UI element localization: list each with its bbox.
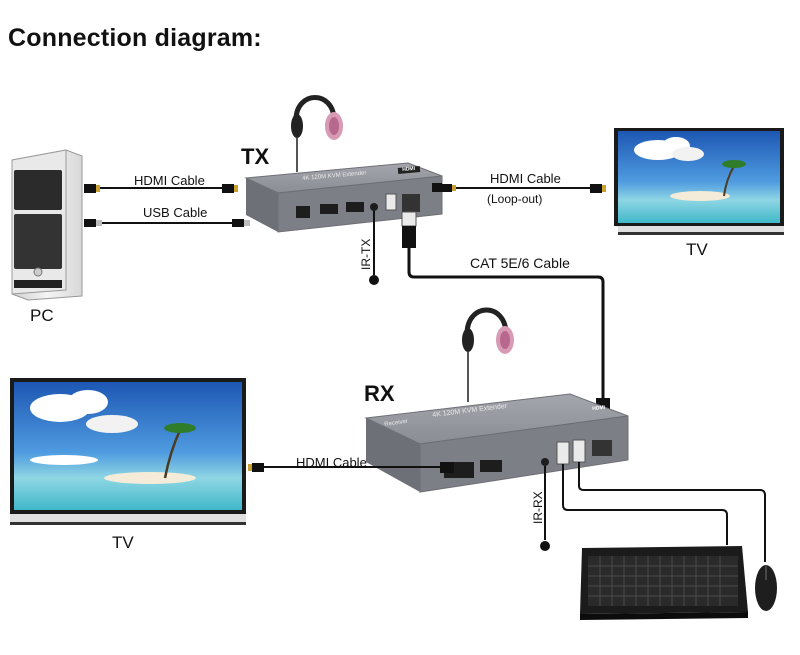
tx-hdmi-logo: HDMI [402,165,416,173]
rx-hdmi-cable [248,462,454,473]
ir-rx-sensor [540,541,550,551]
loop-out-cable [432,183,606,193]
tx-label: TX [241,144,270,169]
tv-bottom [10,378,246,525]
rx-hdmi-cable-label: HDMI Cable [296,455,367,470]
diagram-title: Connection diagram: [8,24,262,52]
cat-cable-label: CAT 5E/6 Cable [470,255,570,271]
pc-label: PC [30,306,54,325]
rx-extender-box [364,393,629,493]
tv-bottom-label: TV [112,533,134,552]
pc-usb-cable-label: USB Cable [143,205,208,220]
mouse [755,565,777,611]
ir-tx-sensor [369,275,379,285]
ir-tx-label: IR-TX [359,238,373,270]
pc-cables [84,184,250,227]
pc-tower [11,149,83,301]
tv-top [614,128,784,235]
pc-hdmi-cable-label: HDMI Cable [134,173,205,188]
rx-label: RX [364,381,395,406]
keyboard [580,546,748,620]
tv-top-label: TV [686,240,708,259]
tx-extender-box [244,162,443,233]
rx-headphones [462,307,514,402]
loop-out-label: (Loop-out) [487,192,543,206]
loop-hdmi-cable-label: HDMI Cable [490,171,561,186]
ir-rx-label: IR-RX [531,491,545,524]
tx-headphones [291,95,343,172]
